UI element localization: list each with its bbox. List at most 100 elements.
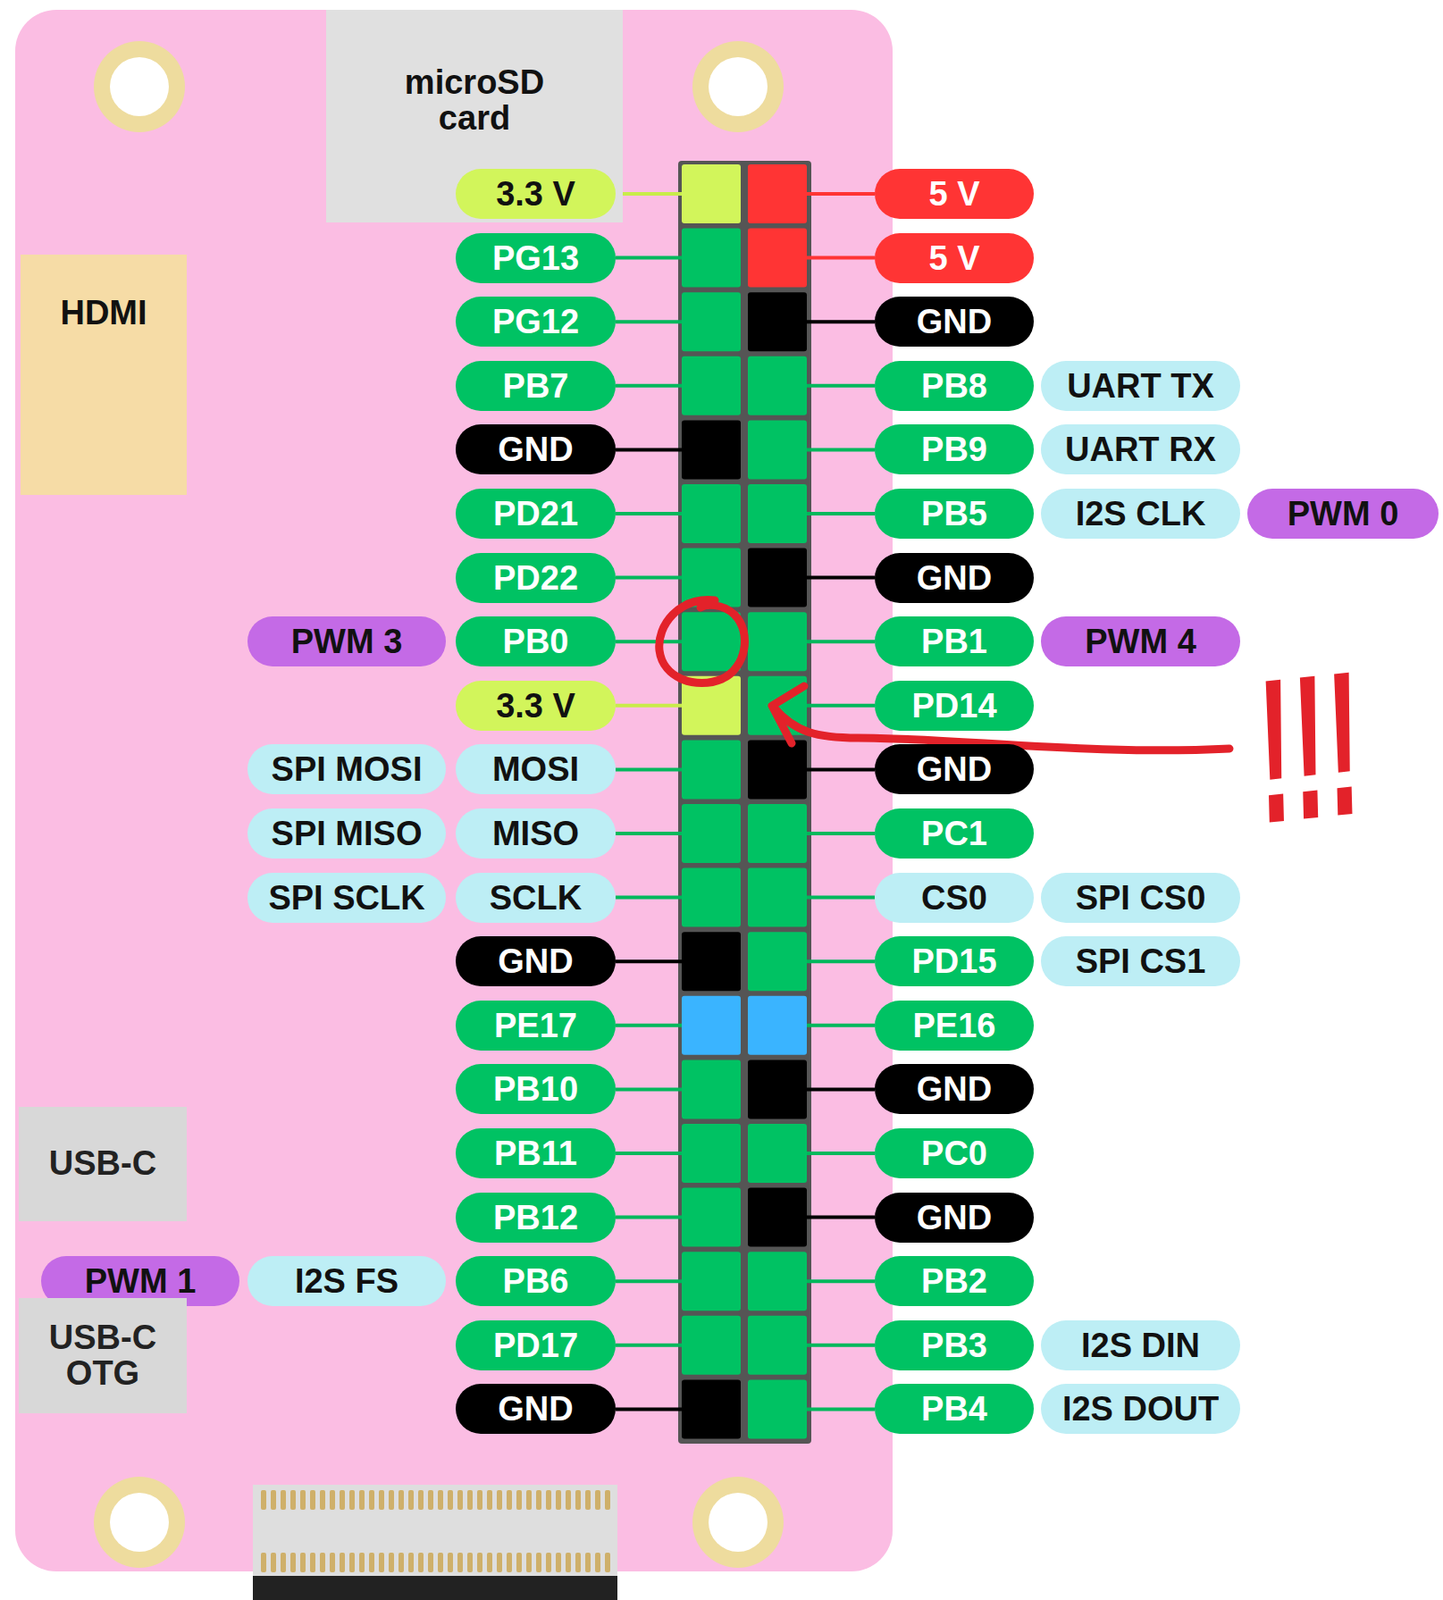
pin-name-pill: PD15 <box>874 936 1034 987</box>
pwm-pill: PWM 4 <box>1040 616 1241 667</box>
header-pin <box>747 164 807 224</box>
pin-label: I2S CLK <box>1075 496 1207 531</box>
header-pin <box>747 931 807 991</box>
header-pin <box>681 868 741 928</box>
pin-label: PB12 <box>493 1200 579 1235</box>
leader-line <box>806 959 875 964</box>
pin-label: PD14 <box>911 688 997 723</box>
leader-line <box>806 511 875 516</box>
leader-line <box>615 704 682 708</box>
pin-name-pill: PD17 <box>455 1320 616 1371</box>
leader-line <box>806 1023 875 1028</box>
pin-name-pill: GND <box>874 553 1034 604</box>
function-pill: I2S CLK <box>1040 488 1241 539</box>
leader-line <box>806 256 875 261</box>
leader-line <box>806 1407 875 1411</box>
board <box>15 9 893 1572</box>
pin-name-pill: PB9 <box>874 424 1034 475</box>
pin-name-pill: PB2 <box>874 1256 1034 1307</box>
mount-hole-inner <box>109 57 768 1553</box>
pin-label: PG13 <box>492 241 579 276</box>
pin-label: SPI CS0 <box>1075 880 1207 915</box>
pin-label: PWM 3 <box>291 624 403 659</box>
board-component: USB-C OTG <box>18 1298 187 1414</box>
header-pin <box>681 612 741 672</box>
function-pill: SPI MOSI <box>247 744 446 795</box>
pin-name-pill: PB4 <box>874 1384 1034 1435</box>
function-pill: SPI CS0 <box>1040 872 1241 923</box>
header-pin <box>747 1188 807 1248</box>
leader-line <box>806 1279 875 1284</box>
leader-line <box>615 319 682 324</box>
header-pin <box>681 164 741 224</box>
pin-label: PB7 <box>503 369 570 403</box>
pin-label: I2S DIN <box>1081 1328 1200 1363</box>
header-pin <box>681 356 741 416</box>
pin-name-pill: PB7 <box>455 360 616 412</box>
header-pin <box>747 484 807 544</box>
pin-label: PD21 <box>493 496 579 531</box>
pin-label: MOSI <box>492 752 579 787</box>
function-pill: I2S DOUT <box>1040 1384 1241 1435</box>
header-pin <box>681 228 741 288</box>
header-pin <box>747 1379 807 1439</box>
leader-line <box>806 896 875 900</box>
header-pin <box>681 1188 741 1248</box>
pin-label: MISO <box>492 816 579 851</box>
header-pin <box>681 996 741 1056</box>
header-pin <box>747 1124 807 1183</box>
ribbon-connector-base <box>252 1576 618 1600</box>
pin-name-pill: PB10 <box>455 1064 616 1115</box>
pin-label: GND <box>916 561 992 596</box>
function-pill: UART RX <box>1040 424 1241 475</box>
pin-label: 3.3 V <box>495 176 576 211</box>
header-pin <box>747 356 807 416</box>
pin-header <box>678 160 812 1444</box>
pin-label: PWM 4 <box>1084 624 1197 659</box>
component-label: microSD card <box>371 65 578 137</box>
pin-label: 5 V <box>928 176 980 211</box>
header-pin <box>747 868 807 928</box>
leader-line <box>615 959 682 964</box>
header-pin <box>747 292 807 352</box>
pwm-pill: PWM 3 <box>247 616 446 667</box>
leader-line <box>806 576 875 580</box>
highlight-circle <box>659 600 746 684</box>
header-pin <box>747 739 807 799</box>
pin-label: PB4 <box>921 1392 988 1427</box>
pin-name-pill: PB1 <box>874 616 1034 667</box>
leader-line <box>615 896 682 900</box>
pin-name-pill: 5 V <box>874 168 1034 219</box>
pin-name-pill: PB11 <box>455 1128 616 1179</box>
board-component: HDMI <box>20 254 187 495</box>
annotation-mark: !!! <box>1255 639 1364 856</box>
function-pill: SPI SCLK <box>247 872 446 923</box>
pin-label: PWM 0 <box>1287 496 1400 531</box>
pin-label: 3.3 V <box>495 688 576 723</box>
function-pill: SCLK <box>455 872 616 923</box>
header-pin <box>681 804 741 864</box>
pin-name-pill: PE17 <box>455 1000 616 1051</box>
header-pin <box>681 1316 741 1376</box>
pin-label: SPI CS1 <box>1075 944 1207 979</box>
leader-line <box>615 639 682 644</box>
pin-label: GND <box>916 1072 992 1107</box>
pin-label: I2S DOUT <box>1062 1392 1219 1427</box>
pin-label: PB11 <box>494 1136 578 1171</box>
pin-name-pill: PC1 <box>874 808 1034 859</box>
pin-name-pill: PG13 <box>455 233 616 284</box>
pin-name-pill: PC0 <box>874 1128 1034 1179</box>
pin-label: PD17 <box>493 1328 579 1363</box>
connector-teeth <box>260 1490 611 1573</box>
leader-line <box>615 1023 682 1028</box>
pin-label: PWM 1 <box>84 1264 197 1299</box>
pin-name-pill: 3.3 V <box>455 680 616 731</box>
pin-label: GND <box>916 304 992 339</box>
header-pin <box>681 1059 741 1119</box>
function-pill: I2S DIN <box>1040 1320 1241 1371</box>
leader-line <box>615 831 682 836</box>
pin-name-pill: PD21 <box>455 488 616 539</box>
pin-name-pill: PB0 <box>455 616 616 667</box>
pin-label: PB9 <box>921 432 988 467</box>
component-label: HDMI <box>59 295 147 332</box>
